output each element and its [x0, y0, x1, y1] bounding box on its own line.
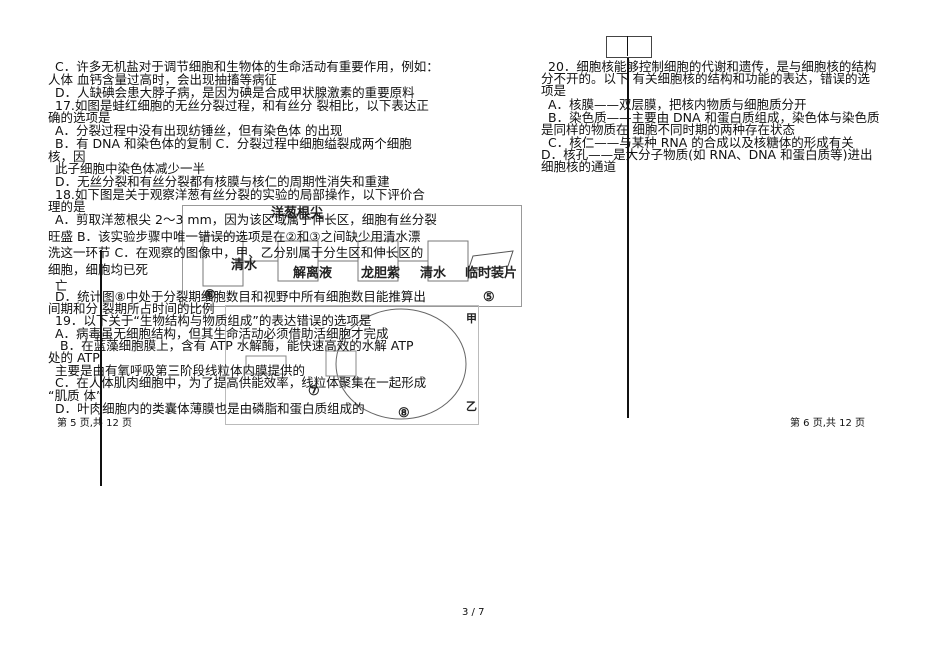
- binding-box-divider: [627, 36, 628, 56]
- left-line: 主要是由有氧呼吸第三阶段线粒体内膜提供的: [55, 363, 306, 378]
- right-line: 项是: [541, 83, 567, 98]
- cell-field-sketch: [245, 308, 467, 420]
- figure-label-jia: 甲: [466, 312, 477, 325]
- microscope-view-figure: ⑥ ⑦ ⑧ 甲 乙: [204, 288, 479, 425]
- left-line: A．分裂过程中没有出现纺锤丝，但有染色体 的出现: [55, 123, 343, 138]
- right-line: A．核膜——双层膜，把核内物质与细胞质分开: [548, 97, 807, 112]
- left-line: 17.如图是蛙红细胞的无丝分裂过程，和有丝分 裂相比，以下表达正: [55, 98, 429, 113]
- page-number: 3 / 7: [462, 607, 485, 618]
- figure-label-6: ⑥: [204, 288, 216, 303]
- right-line: 细胞核的通道: [541, 159, 617, 174]
- left-line: “肌质 体”: [48, 388, 103, 403]
- left-line: C．许多无机盐对于调节细胞和生物体的生命活动有重要作用，例如：: [55, 59, 439, 74]
- right-line: 分不开的。以下 有关细胞核的结构和功能的表达，错误的选: [541, 71, 870, 86]
- right-page-footer: 第 6 页,共 12 页: [790, 418, 865, 429]
- left-line: 确的选项是: [48, 110, 111, 125]
- left-line: 理的是: [48, 199, 86, 214]
- right-line: B．染色质——主要由 DNA 和蛋白质组成，染色体与染色质: [548, 110, 880, 125]
- left-line: 处的 ATP: [48, 350, 100, 365]
- figure-label-7: ⑦: [308, 384, 320, 399]
- figure-label-8: ⑧: [398, 406, 410, 421]
- right-line: 20．细胞核能够控制细胞的代谢和遗传，是与细胞核的结构: [548, 59, 877, 74]
- left-line: D．无丝分裂和有丝分裂都有核膜与核仁的周期性消失和重建: [55, 174, 390, 189]
- left-line: B．有 DNA 和染色体的复制 C．分裂过程中细胞缢裂成两个细胞: [55, 136, 412, 151]
- left-margin-rule: [100, 250, 102, 486]
- figure-label-water-1: 清水: [231, 258, 258, 273]
- figure-label-water-2: 清水: [420, 266, 447, 281]
- left-line: D．人缺碘会患大脖子病，是因为碘是合成甲状腺激素的重要原料: [55, 85, 415, 100]
- left-line: 细胞，细胞均已死: [48, 262, 149, 277]
- left-line: 此子细胞中染色体减少一半: [55, 161, 206, 176]
- left-line: D．统计图⑧中处于分裂期细胞数目和视野中所有细胞数目能推算出: [55, 289, 426, 304]
- left-line: 18.如下图是关于观察洋葱有丝分裂的实验的局部操作，以下评价合: [55, 187, 425, 202]
- right-line: C．核仁——与某种 RNA 的合成以及核糖体的形成有关: [548, 135, 854, 150]
- figure-label-yi: 乙: [466, 400, 477, 413]
- figure-label-gentian-violet: 龙胆紫: [361, 266, 401, 281]
- right-margin-rule: [627, 58, 629, 418]
- left-line: B．在蓝藻细胞膜上，含有 ATP 水解酶，能快速高效的水解 ATP: [60, 338, 414, 353]
- left-line: 人体 血钙含量过高时，会出现抽搐等病征: [48, 72, 277, 87]
- figure-label-slide: 临时装片: [465, 266, 518, 281]
- left-line: 核，因: [48, 149, 86, 164]
- left-line: 间期和分 裂期所占时间的比例: [48, 301, 215, 316]
- left-line: A．病毒虽无细胞结构，但其生命活动必须借助活细胞才完成: [55, 326, 389, 341]
- figure-sketch: [202, 235, 514, 287]
- left-line: D．叶肉细胞内的类囊体薄膜也是由磷脂和蛋白质组成的: [55, 401, 365, 416]
- left-line: 19．以下关于“生物结构与物质组成”的表达错误的选项是: [55, 313, 372, 328]
- figure-label-5: ⑤: [483, 290, 495, 305]
- left-line: A．剪取洋葱根尖 2～3 mm，因为该区域属于伸长区，细胞有丝分裂: [55, 212, 437, 227]
- figure-label-dissociation: 解离液: [293, 266, 333, 281]
- figure-label-onion-root: 洋葱根尖: [271, 206, 324, 221]
- left-line: 亡: [55, 278, 68, 293]
- left-line: 洗这一环节 C．在观察的图像中，甲、乙分别属于分生区和伸长区的: [48, 245, 424, 260]
- left-page-footer: 第 5 页,共 12 页: [57, 418, 132, 429]
- binding-box: [606, 36, 652, 58]
- onion-root-tip-figure: 洋葱根尖 清水 解离液 龙胆紫 清水 临时装片 ⑤: [182, 205, 522, 307]
- right-line: D．核孔——是大分子物质(如 RNA、DNA 和蛋白质等)进出: [541, 147, 873, 162]
- left-line: 旺盛 B．该实验步骤中唯一错误的选项是在②和③之间缺少用清水漂: [48, 229, 421, 244]
- right-line: 是同样的物质在 细胞不同时期的两种存在状态: [541, 122, 795, 137]
- left-line: C．在人体肌肉细胞中，为了提高供能效率，线粒体聚集在一起形成: [55, 375, 427, 390]
